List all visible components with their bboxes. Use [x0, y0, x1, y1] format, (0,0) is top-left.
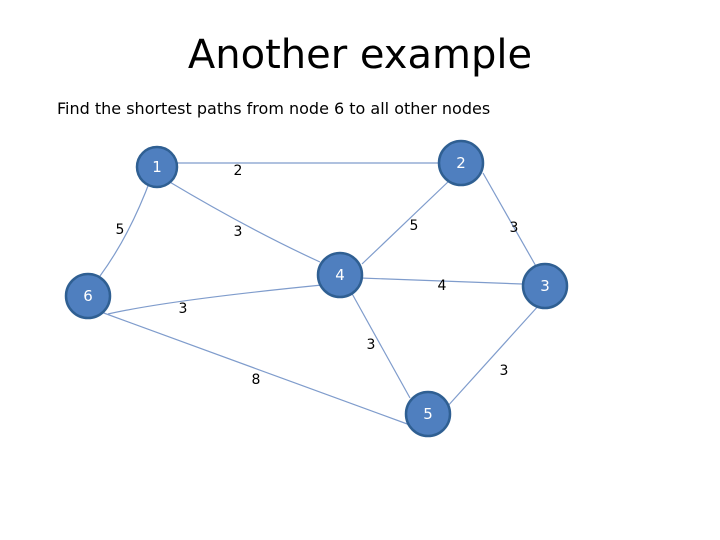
edge-1-4 [167, 180, 321, 263]
node-2-label: 2 [456, 154, 466, 172]
weight-1-2: 2 [234, 163, 243, 179]
node-5[interactable]: 5 [404, 390, 452, 438]
weight-3-5: 3 [500, 363, 509, 379]
weight-1-4: 3 [234, 224, 243, 240]
edge-2-4 [361, 179, 451, 265]
edge-4-5 [349, 289, 411, 399]
node-1-label: 1 [152, 158, 162, 176]
node-3[interactable]: 3 [521, 262, 569, 310]
weight-2-3: 3 [510, 220, 519, 236]
slide-title: Another example [187, 32, 533, 78]
edge-6-5 [100, 311, 411, 426]
node-6-label: 6 [83, 287, 93, 305]
slide-subtitle: Find the shortest paths from node 6 to a… [57, 99, 491, 118]
node-4-label: 4 [335, 266, 345, 284]
weight-4-3: 4 [438, 278, 447, 294]
weight-1-6: 5 [116, 222, 125, 238]
node-4[interactable]: 4 [316, 251, 364, 299]
weight-4-5: 3 [367, 337, 376, 353]
edge-3-5 [445, 303, 541, 409]
edge-4-3 [359, 277, 523, 285]
node-3-label: 3 [540, 277, 550, 295]
node-2[interactable]: 2 [437, 139, 485, 187]
node-5-label: 5 [423, 405, 433, 423]
weight-6-4: 3 [179, 301, 188, 317]
node-1[interactable]: 1 [135, 145, 179, 189]
node-6[interactable]: 6 [64, 272, 112, 320]
edge-1-6 [99, 177, 152, 277]
weight-2-4: 5 [410, 218, 419, 234]
edge-6-4 [107, 284, 323, 315]
weight-6-5: 8 [252, 372, 261, 388]
edge-2-3 [482, 172, 538, 269]
